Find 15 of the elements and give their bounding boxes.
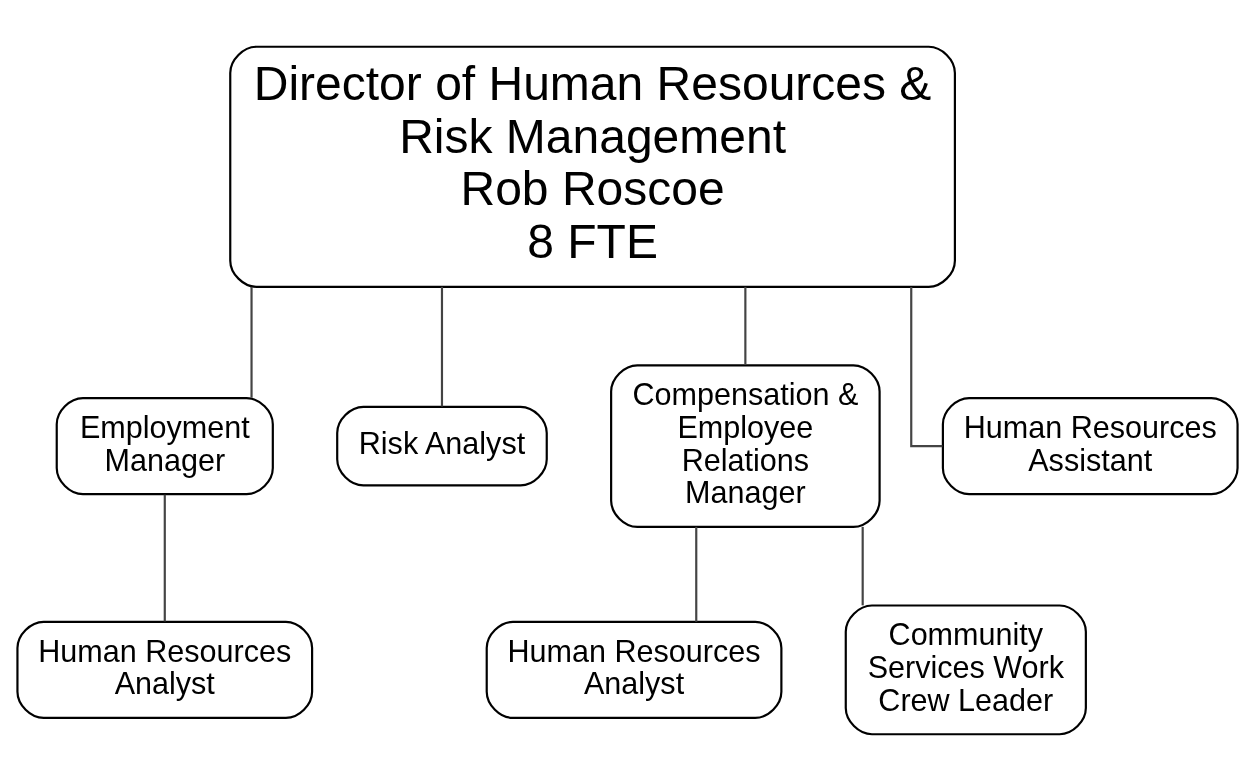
node-box: Human Resources Assistant (941, 396, 1239, 495)
connector (861, 526, 864, 605)
node-box: Compensation & Employee Relations Manager (610, 363, 881, 528)
connector (910, 286, 943, 447)
node-box: Director of Human Resources & Risk Management Rob Roscoe 8 FTE (229, 45, 956, 288)
connector (744, 286, 747, 365)
node-box: Community Services Work Crew Leader (844, 603, 1087, 735)
node-box: Human Resources Analyst (16, 620, 314, 719)
node-box: Employment Manager (55, 396, 274, 495)
connector (163, 494, 166, 621)
node-box: Risk Analyst (336, 405, 548, 487)
connector (250, 286, 253, 398)
connector (440, 286, 444, 406)
connector (695, 526, 698, 622)
node-box: Human Resources Analyst (485, 620, 783, 719)
